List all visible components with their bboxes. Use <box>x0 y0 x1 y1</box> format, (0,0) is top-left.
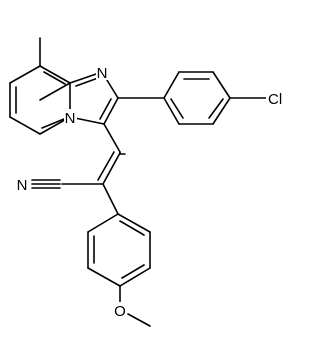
atom-ether-oxygen: O <box>113 302 127 320</box>
bond <box>9 116 41 135</box>
bond <box>39 65 71 84</box>
bond <box>103 97 119 125</box>
atom-label: N <box>17 177 28 194</box>
atom-ring-nitrogen-6: N <box>64 109 77 127</box>
double-bond-inner <box>119 220 145 236</box>
double-bond-inner <box>41 118 65 129</box>
atom-label: N <box>97 65 108 82</box>
bond <box>9 65 41 84</box>
atom-nitrile-nitrogen: N <box>14 176 30 194</box>
atom-label: N <box>65 110 76 127</box>
chemical-structure-diagram: N N Cl N O <box>9 37 288 327</box>
double-bond-inner <box>75 77 99 87</box>
methoxyphenyl-ring <box>87 213 151 287</box>
alkene-bond <box>102 152 121 185</box>
bond <box>87 213 119 233</box>
chlorophenyl-ring <box>163 71 231 125</box>
double-bond-inner <box>99 98 112 120</box>
imidazole-ring <box>69 71 119 125</box>
bond <box>212 97 231 125</box>
double-bond-inner <box>43 71 66 85</box>
bond <box>163 97 180 125</box>
aryl-link-bond <box>102 183 119 215</box>
bond <box>39 82 71 101</box>
bond <box>163 71 180 99</box>
atom-label: Cl <box>268 91 282 108</box>
bond <box>87 267 121 287</box>
vinyl-bond <box>103 123 121 153</box>
bond <box>119 267 151 287</box>
atom-chlorine: Cl <box>266 90 288 108</box>
atom-ring-nitrogen-5: N <box>96 64 109 82</box>
double-bond-inner <box>208 98 224 119</box>
atom-label: O <box>114 303 126 320</box>
pyridine-ring <box>9 65 71 135</box>
alkene-double-bond <box>97 151 115 181</box>
methoxy-methyl-bond <box>127 313 151 327</box>
double-bond-inner <box>121 264 145 279</box>
bond <box>212 71 231 99</box>
double-bond-inner <box>170 98 184 119</box>
bond <box>117 213 151 233</box>
